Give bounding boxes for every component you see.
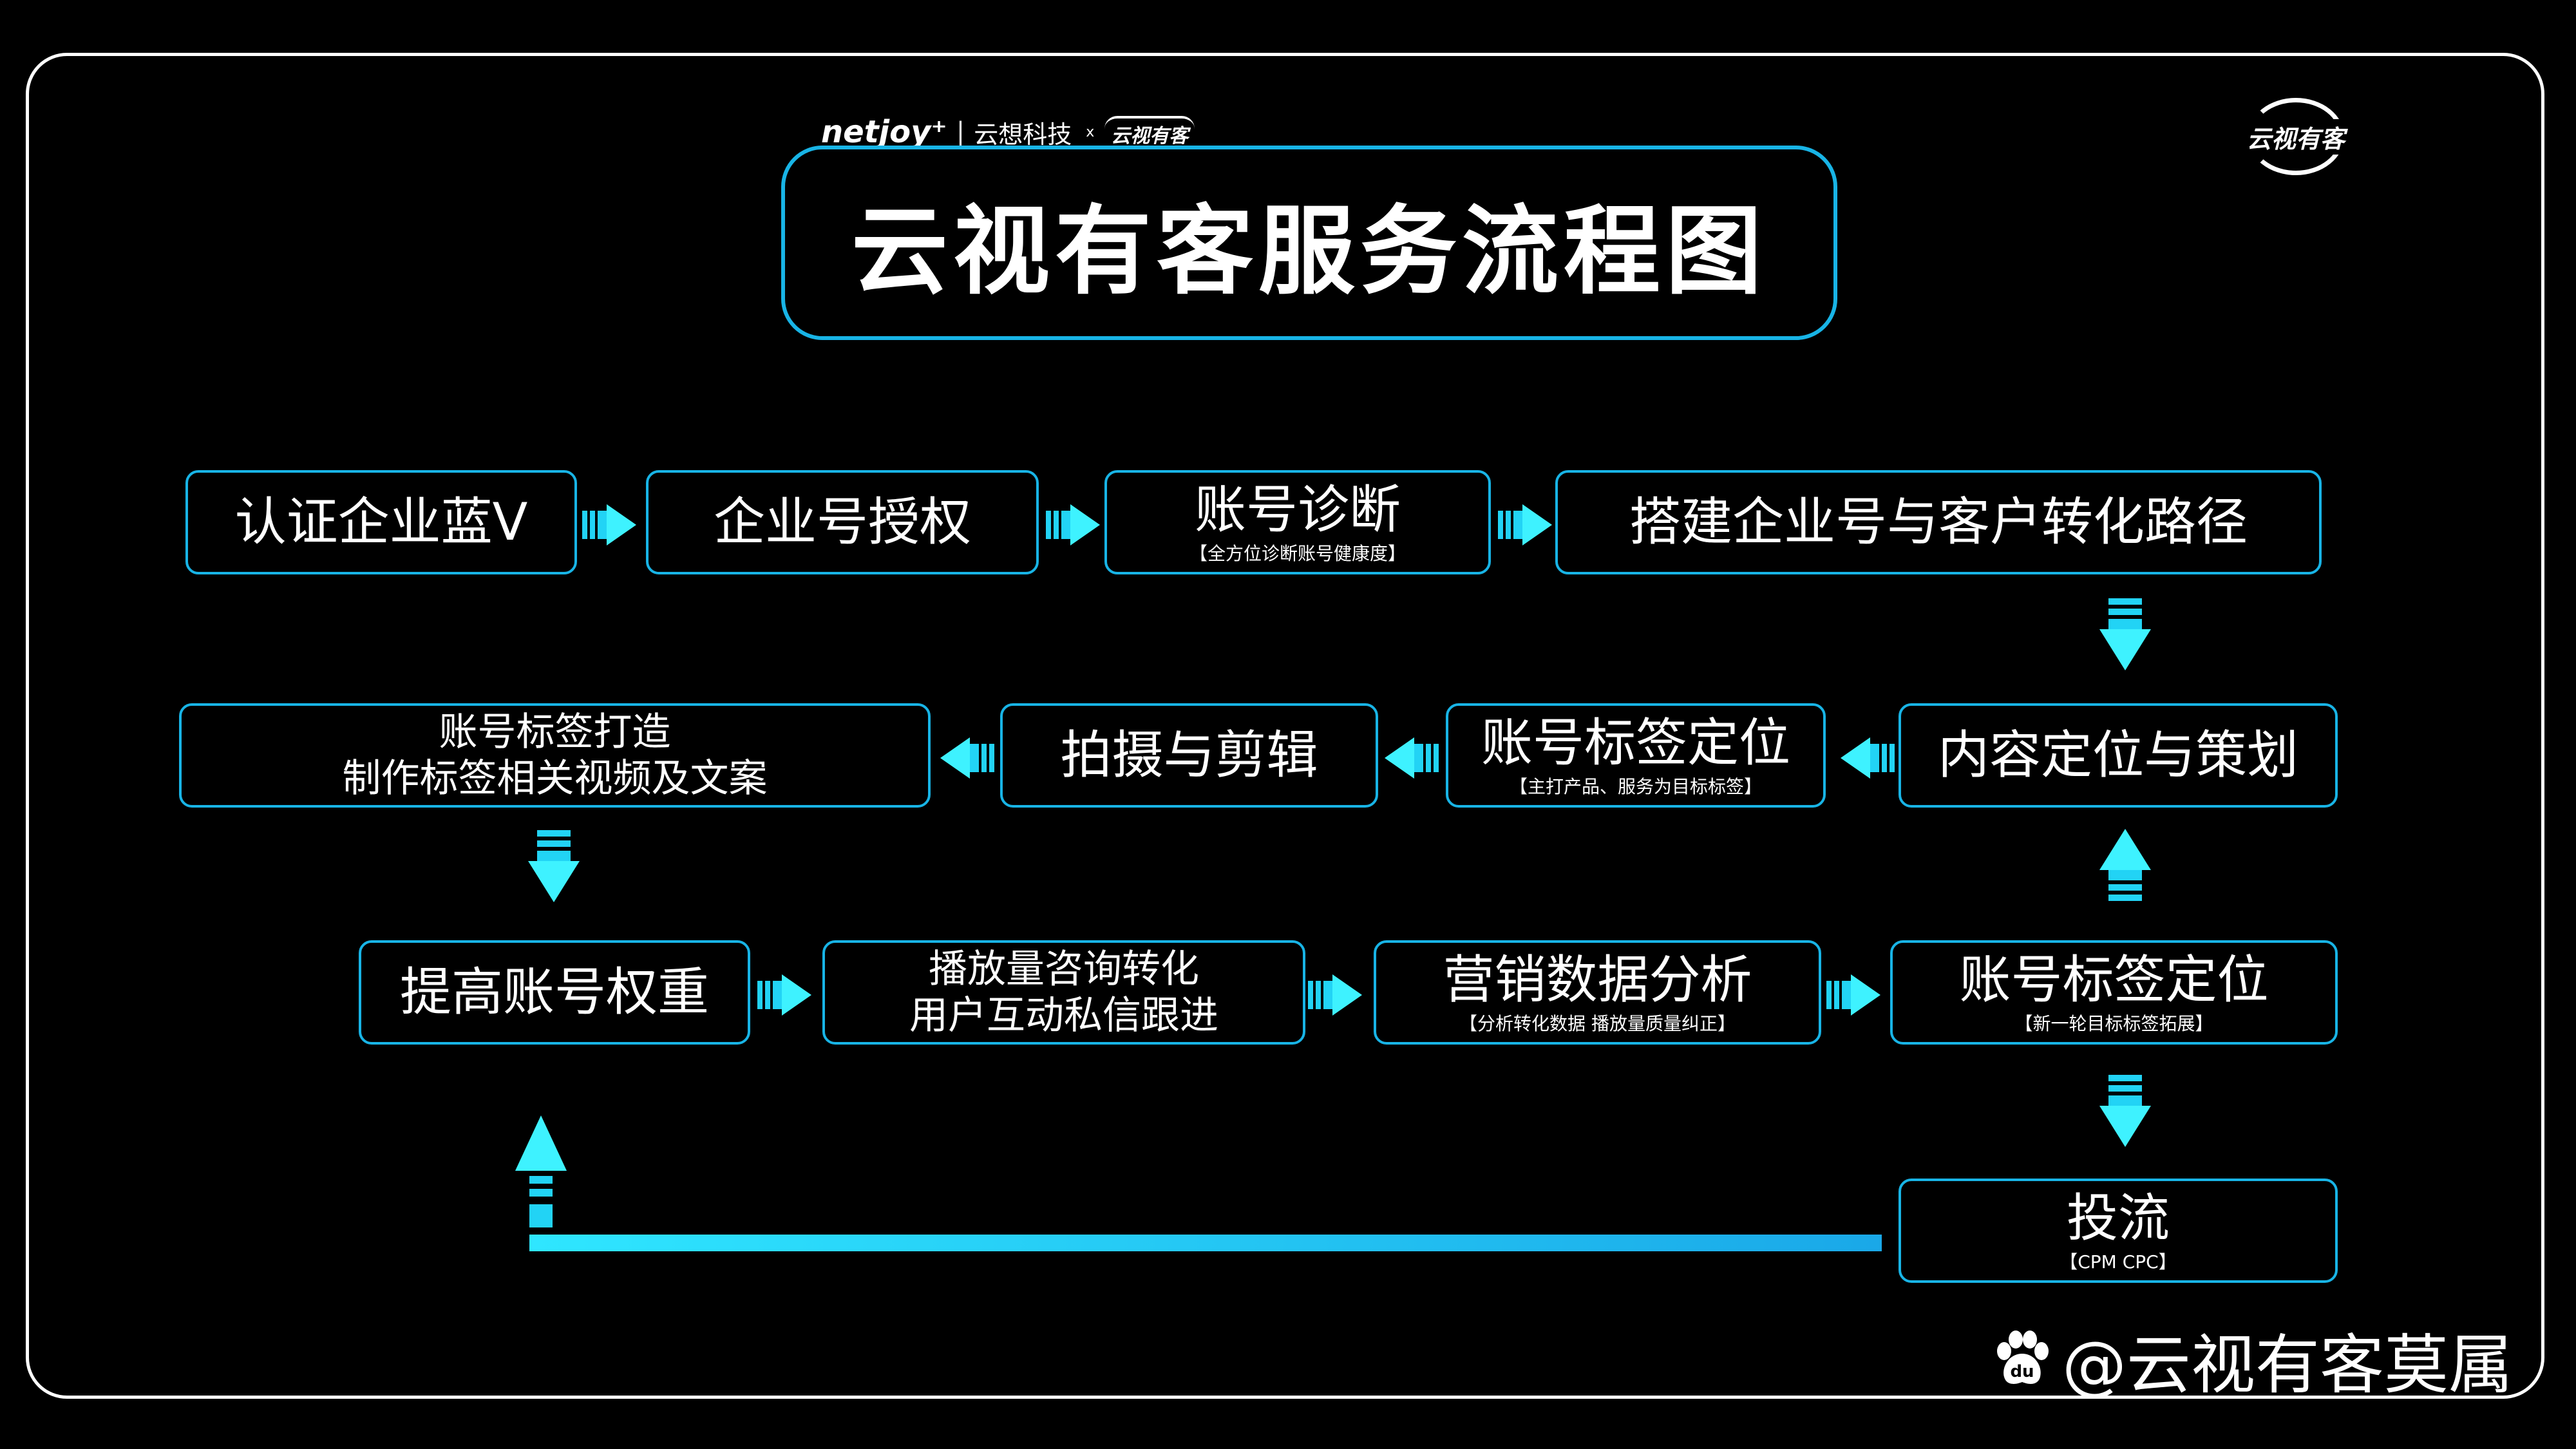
brand-logo-corner-text: 云视有客	[2245, 118, 2346, 155]
step-build-conversion-path: 搭建企业号与客户转化路径	[1555, 470, 2322, 574]
step-label: 账号诊断	[1195, 479, 1401, 540]
logo-separator: |	[956, 117, 965, 147]
watermark: du @云视有客莫属	[1990, 1314, 2513, 1404]
step-label: 企业号授权	[714, 492, 971, 552]
company-name: 云想科技	[974, 120, 1072, 149]
arrow-icon	[582, 504, 636, 545]
arrow-icon	[1308, 974, 1362, 1016]
arrow-icon	[1841, 737, 1895, 779]
arrow-icon	[2099, 829, 2151, 901]
step-label: 拍摄与剪辑	[1060, 725, 1318, 785]
title-box: 云视有客服务流程图	[781, 146, 1837, 340]
step-tag-building: 账号标签打造 制作标签相关视频及文案	[179, 703, 931, 808]
step-label: 搭建企业号与客户转化路径	[1629, 492, 2248, 552]
arrow-icon	[2099, 1075, 2151, 1147]
return-arrow-stripe	[529, 1176, 553, 1184]
svg-text:du: du	[2010, 1362, 2034, 1381]
logo-x: x	[1086, 124, 1095, 140]
arrow-icon	[528, 830, 580, 902]
arrow-icon	[515, 1115, 567, 1171]
step-sublabel: 【分析转化数据 播放量质量纠正】	[1459, 1012, 1736, 1034]
paw-icon: du	[1997, 1331, 2049, 1384]
arrow-icon	[757, 974, 811, 1016]
step-label-line2: 制作标签相关视频及文案	[342, 756, 768, 801]
header-logos: netjoy⁺ | 云想科技 x 云视有客	[821, 109, 1195, 155]
step-tag-positioning: 账号标签定位 【主打产品、服务为目标标签】	[1446, 703, 1826, 808]
outer-frame	[26, 53, 2544, 1399]
watermark-text: @云视有客莫属	[2062, 1327, 2513, 1403]
brand-logo-corner: 云视有客	[2235, 98, 2357, 175]
arrow-icon	[1826, 974, 1880, 1016]
step-label: 投流	[2067, 1188, 2170, 1248]
step-certify-blue-v: 认证企业蓝V	[185, 470, 577, 574]
arrow-icon	[1046, 504, 1100, 545]
step-conversion-followup: 播放量咨询转化 用户互动私信跟进	[822, 940, 1305, 1045]
step-label: 账号标签定位	[1959, 949, 2269, 1010]
step-shoot-edit: 拍摄与剪辑	[1000, 703, 1378, 808]
step-tag-positioning-new: 账号标签定位 【新一轮目标标签拓展】	[1890, 940, 2338, 1045]
step-sublabel: 【主打产品、服务为目标标签】	[1509, 775, 1762, 797]
step-label: 账号标签定位	[1481, 712, 1790, 773]
step-marketing-analysis: 营销数据分析 【分析转化数据 播放量质量纠正】	[1374, 940, 1821, 1045]
arrow-icon	[940, 737, 994, 779]
arrow-icon	[1385, 737, 1439, 779]
step-label-line1: 播放量咨询转化	[929, 947, 1199, 992]
step-label: 营销数据分析	[1443, 949, 1752, 1010]
brand-logo-small: 云视有客	[1104, 116, 1195, 148]
step-authorize-account: 企业号授权	[646, 470, 1039, 574]
step-sublabel: 【CPM CPC】	[2060, 1251, 2177, 1273]
netjoy-logo: netjoy⁺	[821, 114, 947, 150]
return-arrow-block	[529, 1204, 553, 1227]
step-sublabel: 【新一轮目标标签拓展】	[2014, 1012, 2213, 1034]
step-label: 内容定位与策划	[1938, 725, 2298, 785]
step-label-line1: 账号标签打造	[439, 710, 671, 755]
arrow-icon	[1498, 504, 1552, 545]
step-label: 提高账号权重	[400, 962, 709, 1022]
arrow-icon	[2099, 598, 2151, 670]
step-sublabel: 【全方位诊断账号健康度】	[1189, 542, 1406, 564]
step-account-diagnosis: 账号诊断 【全方位诊断账号健康度】	[1104, 470, 1491, 574]
step-raise-weight: 提高账号权重	[359, 940, 750, 1045]
step-label-line2: 用户互动私信跟进	[909, 993, 1218, 1038]
step-label: 认证企业蓝V	[234, 492, 528, 552]
page-title: 云视有客服务流程图	[851, 195, 1767, 308]
return-arrow-stripe	[529, 1189, 553, 1197]
step-traffic-ads: 投流 【CPM CPC】	[1899, 1179, 2338, 1283]
return-path-bar	[529, 1235, 1882, 1251]
step-content-planning: 内容定位与策划	[1899, 703, 2338, 808]
